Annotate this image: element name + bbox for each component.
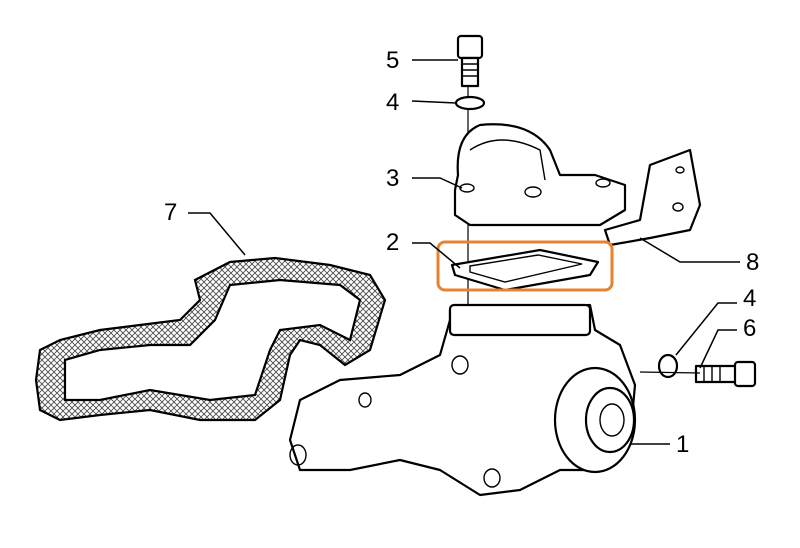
bolt-part-6[interactable] (694, 360, 757, 388)
label-8: 8 (746, 249, 759, 276)
pump-body-part-1[interactable] (288, 303, 637, 497)
gasket-part-2[interactable] (450, 248, 600, 292)
label-1: 1 (676, 431, 689, 458)
highlight-box (436, 240, 614, 292)
cover-part-3[interactable] (453, 123, 627, 227)
bolt-part-5[interactable] (456, 34, 484, 88)
bracket-part-8[interactable] (603, 148, 702, 247)
label-2: 2 (386, 229, 399, 256)
label-6: 6 (743, 315, 756, 342)
label-4-top: 4 (386, 89, 399, 116)
gasket-part-7[interactable] (34, 256, 387, 422)
label-4-lower: 4 (743, 285, 756, 312)
axis-line-bolt (639, 371, 701, 374)
leader-lines (188, 59, 740, 445)
label-7: 7 (164, 199, 177, 226)
label-5: 5 (386, 47, 399, 74)
washer-part-4-lower[interactable] (657, 353, 679, 379)
label-3: 3 (386, 165, 399, 192)
washer-part-4-top[interactable] (454, 95, 486, 111)
